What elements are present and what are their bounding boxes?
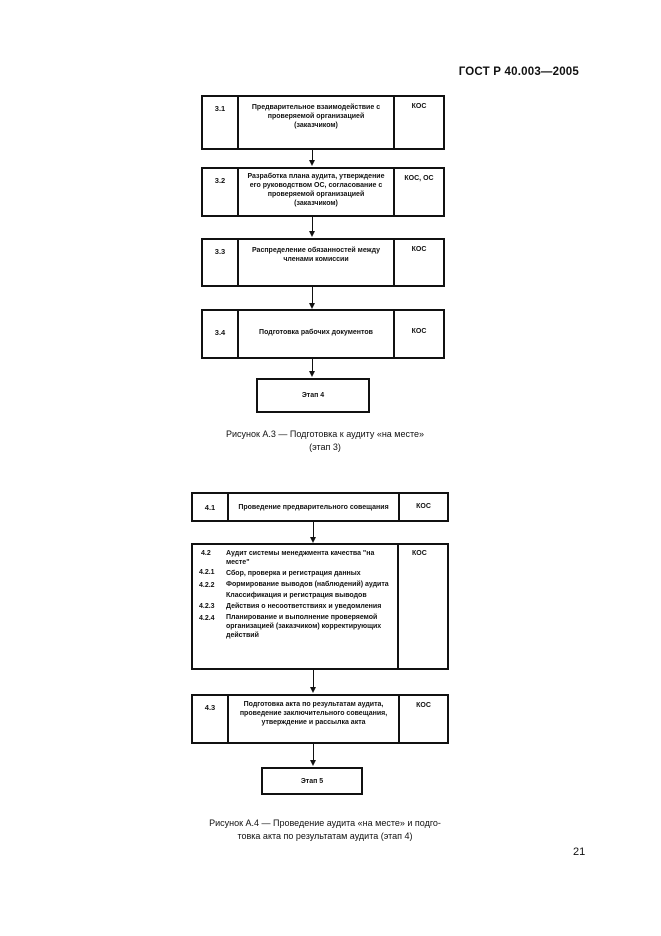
step-4-2-text: Аудит системы менеджмента качества "на м… bbox=[226, 549, 396, 642]
step-item: Сбор, проверка и регистрация данных bbox=[226, 570, 361, 577]
step-responsible: КОС bbox=[411, 246, 427, 253]
step-responsible: КОС, ОС bbox=[404, 175, 434, 182]
step-item: Формирование выводов (наблюдений) аудита bbox=[226, 581, 389, 588]
step-item: Планирование и выполнение проверяемой ор… bbox=[226, 614, 382, 639]
step-3-4: 3.4 Подготовка рабочих документов КОС bbox=[201, 309, 445, 359]
step-number: 3.2 bbox=[203, 169, 239, 215]
standard-number: ГОСТ Р 40.003—2005 bbox=[458, 66, 579, 78]
step-text: Предварительное взаимодействие с проверя… bbox=[239, 97, 395, 148]
caption-line: Рисунок А.3 — Подготовка к аудиту «на ме… bbox=[225, 429, 425, 439]
step-number: 4.2 bbox=[201, 550, 211, 557]
arrow-down-icon bbox=[310, 537, 316, 543]
connector bbox=[312, 359, 314, 371]
arrow-down-icon bbox=[310, 760, 316, 766]
step-item: Аудит системы менеджмента качества "на м… bbox=[226, 550, 375, 566]
step-number: 3.4 bbox=[203, 311, 239, 357]
figure-a4-caption: Рисунок А.4 — Проведение аудита «на мест… bbox=[150, 817, 500, 843]
caption-line: Рисунок А.4 — Проведение аудита «на мест… bbox=[209, 818, 441, 828]
terminal-stage-4: Этап 4 bbox=[256, 378, 370, 413]
step-4-3: 4.3 Подготовка акта по результатам аудит… bbox=[191, 694, 449, 744]
step-4-2 bbox=[191, 543, 449, 670]
step-text: Распределение обязанностей между членами… bbox=[239, 240, 395, 285]
step-4-2-divider bbox=[397, 545, 399, 668]
step-number: 4.2.3 bbox=[199, 603, 215, 610]
step-responsible: КОС bbox=[411, 103, 427, 110]
step-number: 4.2.1 bbox=[199, 569, 215, 576]
connector bbox=[313, 744, 315, 760]
arrow-down-icon bbox=[310, 687, 316, 693]
step-text: Разработка плана аудита, утверждение его… bbox=[239, 169, 395, 215]
step-number: 3.3 bbox=[203, 240, 239, 285]
step-3-2: 3.2 Разработка плана аудита, утверждение… bbox=[201, 167, 445, 217]
arrow-down-icon bbox=[309, 371, 315, 377]
step-text: Подготовка акта по результатам аудита, п… bbox=[229, 696, 400, 742]
step-number: 4.1 bbox=[193, 494, 229, 520]
step-text: Подготовка рабочих документов bbox=[239, 311, 395, 357]
terminal-stage-5: Этап 5 bbox=[261, 767, 363, 795]
caption-line: (этап 3) bbox=[309, 442, 341, 452]
connector bbox=[312, 150, 314, 160]
arrow-down-icon bbox=[309, 160, 315, 166]
connector bbox=[312, 287, 314, 303]
step-number: 4.3 bbox=[193, 696, 229, 742]
step-number: 4.2.4 bbox=[199, 615, 215, 622]
step-4-1: 4.1 Проведение предварительного совещани… bbox=[191, 492, 449, 522]
step-responsible: КОС bbox=[412, 550, 427, 557]
step-responsible: КОС bbox=[416, 702, 431, 709]
arrow-down-icon bbox=[309, 303, 315, 309]
step-item: Действия о несоответствиях и уведомления bbox=[226, 603, 382, 610]
figure-a3-caption: Рисунок А.3 — Подготовка к аудиту «на ме… bbox=[150, 428, 500, 454]
step-item: Классификация и регистрация выводов bbox=[226, 592, 367, 599]
connector bbox=[313, 670, 315, 687]
step-number: 3.1 bbox=[203, 97, 239, 148]
step-responsible: КОС bbox=[411, 328, 427, 335]
step-responsible: КОС bbox=[416, 503, 431, 510]
caption-line: товка акта по результатам аудита (этап 4… bbox=[237, 831, 413, 841]
arrow-down-icon bbox=[309, 231, 315, 237]
connector bbox=[313, 522, 315, 537]
step-3-3: 3.3 Распределение обязанностей между чле… bbox=[201, 238, 445, 287]
step-3-1: 3.1 Предварительное взаимодействие с про… bbox=[201, 95, 445, 150]
connector bbox=[312, 217, 314, 231]
step-text: Проведение предварительного совещания bbox=[229, 494, 400, 520]
step-number: 4.2.2 bbox=[199, 582, 215, 589]
page-number: 21 bbox=[573, 846, 586, 858]
